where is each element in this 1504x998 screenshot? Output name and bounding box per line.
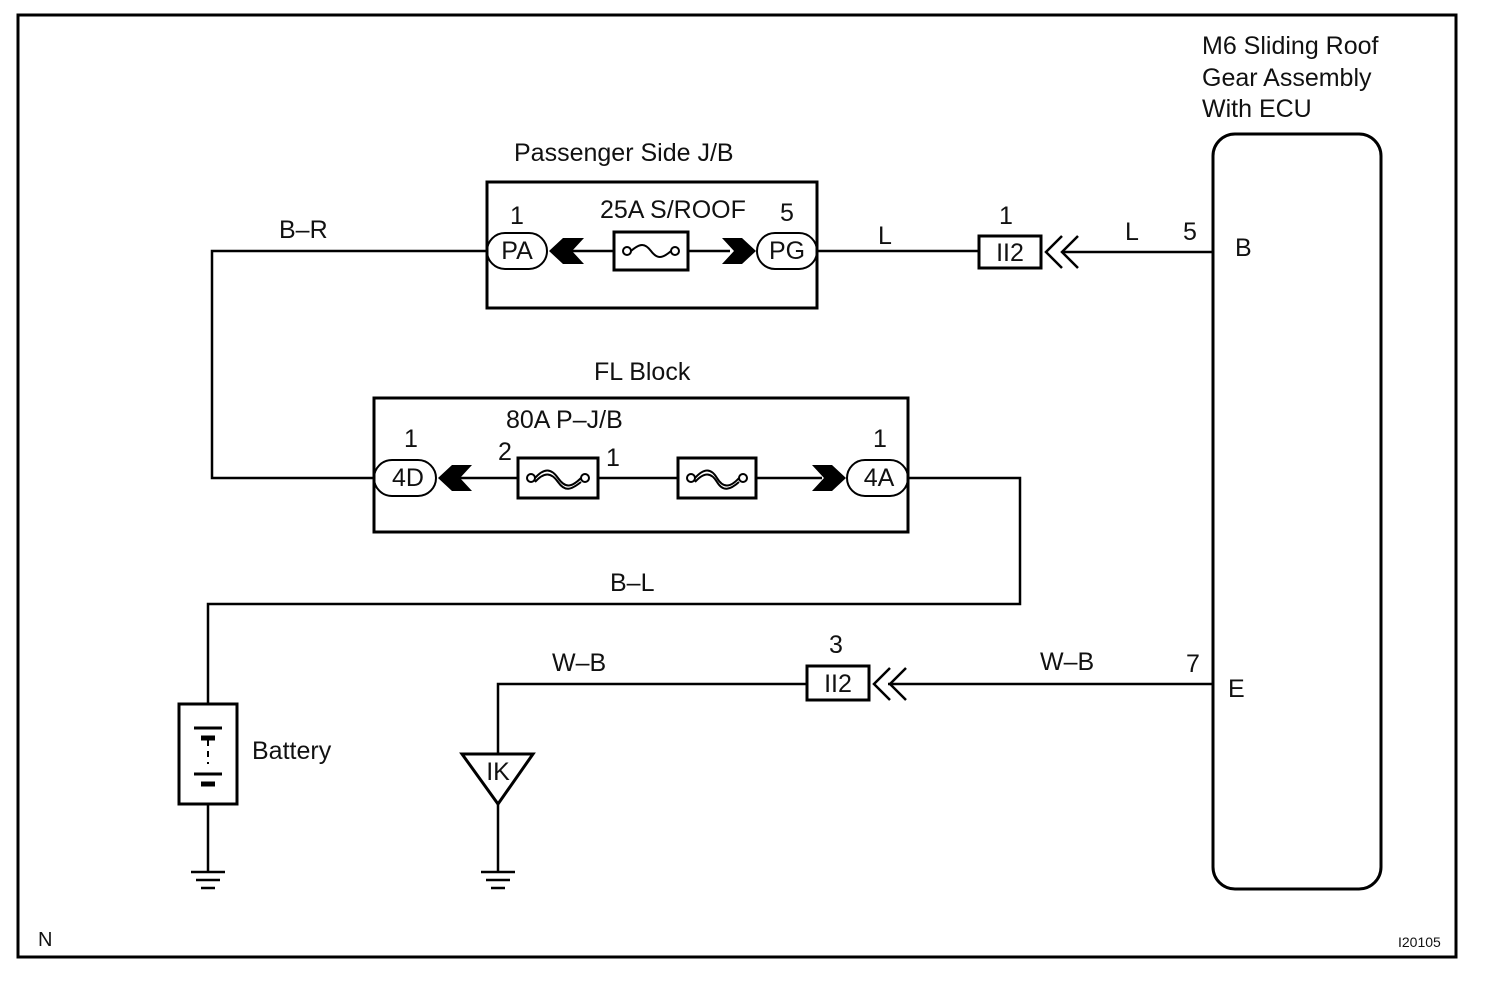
- passenger-jb-title: Passenger Side J/B: [514, 139, 734, 167]
- passenger-jb-right-pin-number: 5: [780, 199, 794, 227]
- ii2-bottom-chevron-1: [872, 667, 891, 701]
- ecu-pin-e-number: 7: [1186, 650, 1200, 678]
- fl-block-fuse-pin-right: 1: [606, 444, 620, 472]
- wire-l-left-label: L: [878, 222, 892, 250]
- 4a-terminal-icon: [812, 465, 846, 491]
- ecu-title-line3: With ECU: [1202, 95, 1312, 123]
- fl-block-right-pin-number: 1: [873, 425, 887, 453]
- passenger-jb-fuse-label: 25A S/ROOF: [600, 196, 746, 224]
- diagram-frame: [16, 13, 1458, 959]
- pa-connector-label: PA: [501, 237, 533, 265]
- wire-wb-left: [496, 682, 807, 754]
- battery-ground-icon: [191, 870, 225, 890]
- wire-wb-right-label: W–B: [1040, 648, 1094, 676]
- 4d-connector-label: 4D: [392, 464, 424, 492]
- ii2-bottom-pin-number: 3: [829, 631, 843, 659]
- wire-bl-label: B–L: [610, 569, 655, 597]
- fl-block-fuse-label: 80A P–J/B: [506, 406, 623, 434]
- fusible-link-2-terminal-left: [686, 473, 696, 483]
- passenger-jb-left-pin-number: 1: [510, 202, 524, 230]
- fusible-link-2-element-b: [694, 473, 740, 490]
- fusible-link-2-element-a: [694, 469, 740, 487]
- fl-block-fuse-pin-left: 2: [498, 438, 512, 466]
- ecu-pin-b-number: 5: [1183, 218, 1197, 246]
- fuse-25a-terminal-left: [622, 246, 632, 256]
- fusible-link-1-terminal-right: [580, 473, 590, 483]
- pg-terminal-icon: [722, 238, 756, 264]
- wire-wb-left-label: W–B: [552, 649, 606, 677]
- pg-connector-label: PG: [769, 237, 805, 265]
- fusible-link-1-element-a: [534, 469, 582, 487]
- ik-ground-point: [459, 752, 536, 807]
- ecu-body: [1211, 132, 1383, 891]
- pa-terminal-icon: [549, 238, 584, 264]
- fuse-25a-terminal-right: [670, 246, 680, 256]
- ecu-title-line2: Gear Assembly: [1202, 64, 1372, 92]
- ecu-pin-e-label: E: [1228, 675, 1245, 703]
- ecu-pin-b-label: B: [1235, 234, 1252, 262]
- ii2-bottom-chevron-2: [888, 667, 907, 701]
- wire-br: [210, 249, 487, 480]
- ii2-bottom-connector-label: II2: [824, 670, 852, 698]
- ii2-top-chevron-1: [1044, 235, 1063, 269]
- fusible-link-1-element-b: [534, 473, 582, 490]
- fuse-25a-element: [630, 244, 672, 258]
- ik-ground-point-label: IK: [486, 758, 510, 786]
- fl-block-left-pin-number: 1: [404, 425, 418, 453]
- ii2-top-connector: [977, 234, 1043, 270]
- battery-label: Battery: [252, 737, 332, 765]
- ik-ground-icon: [481, 870, 515, 890]
- 4d-terminal-icon: [438, 465, 472, 491]
- figure-id: I20105: [1398, 934, 1441, 950]
- fusible-link-1-terminal-left: [526, 473, 536, 483]
- 4a-connector-label: 4A: [864, 464, 895, 492]
- wire-bl: [206, 476, 1022, 704]
- corner-label: N: [38, 929, 52, 951]
- ii2-top-pin-number: 1: [999, 202, 1013, 230]
- ecu-title-line1: M6 Sliding Roof: [1202, 32, 1379, 60]
- fusible-link-2-terminal-right: [738, 473, 748, 483]
- wire-br-label: B–R: [279, 216, 328, 244]
- fl-block-box: [372, 396, 910, 534]
- wire-l-right-label: L: [1125, 218, 1139, 246]
- fl-block-title: FL Block: [594, 358, 691, 386]
- ii2-top-connector-label: II2: [996, 239, 1024, 267]
